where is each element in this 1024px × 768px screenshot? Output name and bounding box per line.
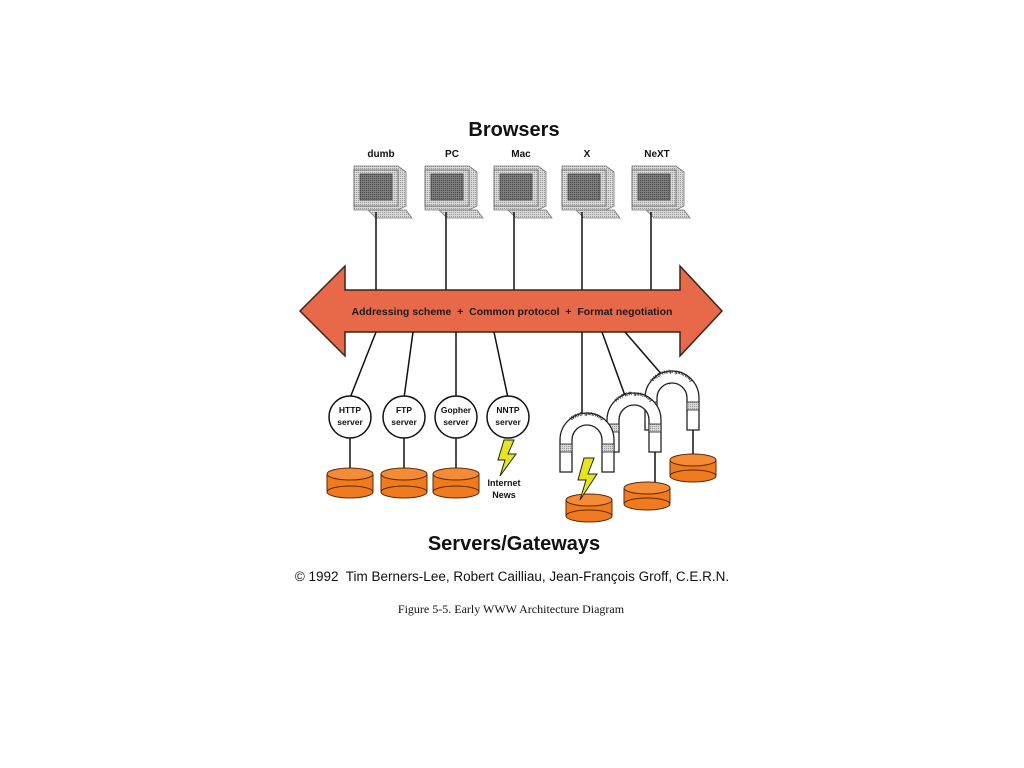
gateways: VMS Help gateway HYPER gateway WAIS gate…	[559, 369, 700, 473]
copyright-line: © 1992 Tim Berners-Lee, Robert Cailliau,…	[295, 569, 729, 584]
browser-label-pc: PC	[445, 149, 459, 160]
servers-gateways-title: Servers/Gateways	[428, 533, 600, 555]
gopher-server: Gopher server	[434, 395, 478, 439]
database-icon	[565, 493, 613, 523]
server-label-line2: server	[391, 417, 417, 427]
internet-news-line1: Internet	[487, 478, 520, 488]
server-label-line1: FTP	[396, 405, 412, 415]
gateway-arch: WAIS gateway	[559, 411, 615, 473]
database-connectors	[349, 438, 457, 468]
browser-computers	[353, 165, 691, 219]
http-server: HTTP server	[328, 395, 372, 439]
browser-label-mac: Mac	[511, 149, 531, 160]
database-icon	[380, 467, 428, 499]
database-icon	[432, 467, 480, 499]
gateway-arch: HYPER gateway	[606, 391, 662, 453]
computer-icon	[424, 165, 484, 219]
browser-labels: dumb PC Mac X NeXT	[367, 149, 669, 160]
gateway-label: WAIS gateway	[569, 411, 605, 422]
databases	[326, 453, 717, 523]
database-icon	[326, 467, 374, 499]
ftp-server: FTP server	[382, 395, 426, 439]
protocol-bar-text: Addressing scheme + Common protocol + Fo…	[352, 306, 673, 318]
servers: HTTP server FTP server Gopher server NNT…	[328, 395, 530, 439]
browser-label-x: X	[584, 149, 591, 160]
protocol-double-arrow	[298, 264, 724, 358]
browser-connectors	[375, 212, 652, 290]
browser-label-next: NeXT	[644, 149, 670, 160]
lightning-icon	[577, 457, 598, 501]
nntp-server: NNTP server	[486, 395, 530, 439]
server-label-line1: NNTP	[496, 405, 519, 415]
server-label-line1: HTTP	[339, 405, 362, 415]
server-label-line2: server	[337, 417, 363, 427]
browsers-title: Browsers	[468, 119, 559, 141]
server-label-line1: Gopher	[441, 405, 472, 415]
lightning-icon	[497, 439, 517, 477]
computer-icon	[631, 165, 691, 219]
gateway-db-connectors	[654, 430, 694, 482]
internet-news-line2: News	[492, 490, 516, 500]
database-icon	[669, 453, 717, 483]
computer-icon	[493, 165, 553, 219]
computer-icon	[561, 165, 621, 219]
server-label-line2: server	[443, 417, 469, 427]
figure-caption: Figure 5-5. Early WWW Architecture Diagr…	[398, 602, 625, 616]
database-icon	[623, 481, 671, 511]
browser-label-dumb: dumb	[367, 149, 394, 160]
computer-icon	[353, 165, 413, 219]
server-label-line2: server	[495, 417, 521, 427]
